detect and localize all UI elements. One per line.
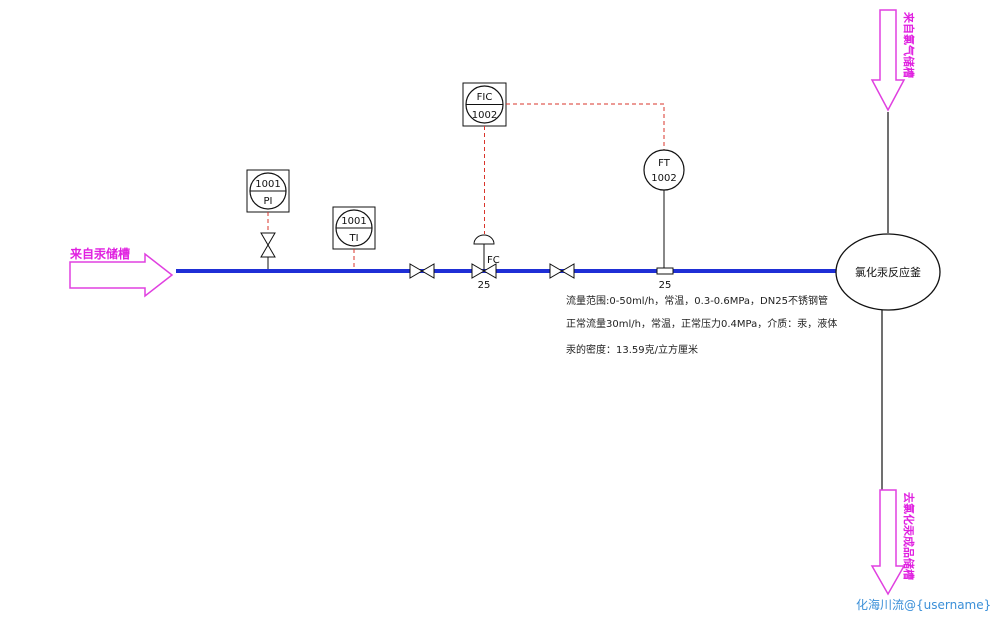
control-valve-fc: FC <box>487 255 500 266</box>
ti-instrument <box>332 206 376 250</box>
pi-type: PI <box>264 196 273 207</box>
outlet-arrow-product <box>870 489 906 596</box>
control-valve-size: 25 <box>478 280 491 291</box>
pi-root-valve-icon <box>260 232 276 269</box>
inlet-arrow-mercury <box>69 252 174 298</box>
spec-note-3: 汞的密度：13.59克/立方厘米 <box>566 345 698 356</box>
flow-meter-element <box>656 267 674 275</box>
ft-transmitter <box>643 149 685 191</box>
block-valve-1-icon <box>409 263 435 279</box>
reactor-vessel <box>835 233 941 311</box>
ft-tag: 1002 <box>651 173 676 184</box>
spec-note-1: 流量范围:0-50ml/h，常温，0.3-0.6MPa，DN25不锈钢管 <box>566 296 828 307</box>
pi-tag: 1001 <box>255 179 280 190</box>
ft-to-fic-signal <box>506 103 665 150</box>
fic-type: FIC <box>477 92 493 103</box>
control-valve-icon <box>471 234 497 279</box>
flow-meter-size: 25 <box>659 280 672 291</box>
fic-tag: 1002 <box>472 110 497 121</box>
spec-note-2: 正常流量30ml/h，常温，正常压力0.4MPa，介质：汞，液体 <box>566 319 838 330</box>
ti-tag: 1001 <box>341 216 366 227</box>
outlet-product-label: 去氯化汞成品储槽 <box>902 492 916 580</box>
inlet-chlorine-label: 来自氯气储槽 <box>902 11 916 78</box>
pi-instrument <box>246 169 290 213</box>
block-valve-2-icon <box>549 263 575 279</box>
ti-type: TI <box>348 233 358 244</box>
inlet-arrow-chlorine <box>870 9 906 112</box>
watermark: 化海川流@{username} <box>856 598 992 612</box>
ft-type: FT <box>658 158 671 169</box>
inlet-mercury-label: 来自汞储槽 <box>69 246 130 261</box>
fic-controller <box>462 82 507 127</box>
reactor-label: 氯化汞反应釜 <box>855 265 921 279</box>
